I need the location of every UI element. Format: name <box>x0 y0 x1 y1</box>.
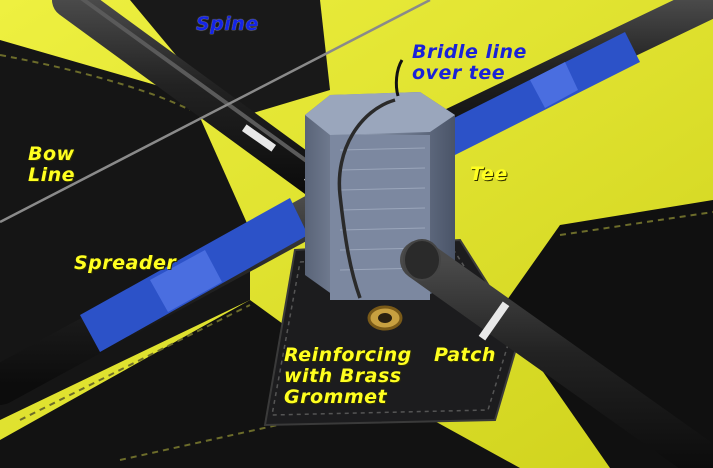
tee-block-top <box>305 92 455 135</box>
grommet-hole <box>378 313 392 323</box>
sail-dark-panel-left <box>0 40 250 420</box>
bow-line <box>0 0 431 224</box>
sail-dark-panel-bottom <box>0 300 520 468</box>
front-rod-end <box>403 239 441 281</box>
spine-rod-highlight <box>80 0 332 180</box>
label-spine: Spine <box>196 13 259 35</box>
spine-band <box>241 124 277 152</box>
front-rod-band <box>478 301 510 341</box>
sail-dark-panel-right <box>500 200 713 468</box>
label-spreader: Spreader <box>74 252 177 274</box>
label-bridle-line: Bridle line over tee <box>412 41 527 84</box>
front-rod <box>400 240 713 468</box>
label-bow-line: Bow Line <box>28 143 76 186</box>
bridle-pointer <box>394 59 404 97</box>
label-tee: Tee <box>470 163 508 185</box>
sail-dark-panel-top <box>130 0 330 120</box>
bridle-line <box>337 98 396 299</box>
right-spreader-tape-fold <box>530 62 578 108</box>
sail-stitching <box>0 54 713 461</box>
tee-block-texture <box>339 147 426 271</box>
spine-rod <box>52 0 348 208</box>
label-patch: Patch <box>434 344 496 366</box>
label-reinforcing: Reinforcing with Brass Grommet <box>284 344 412 408</box>
left-spreader-tape-fold <box>150 250 222 312</box>
